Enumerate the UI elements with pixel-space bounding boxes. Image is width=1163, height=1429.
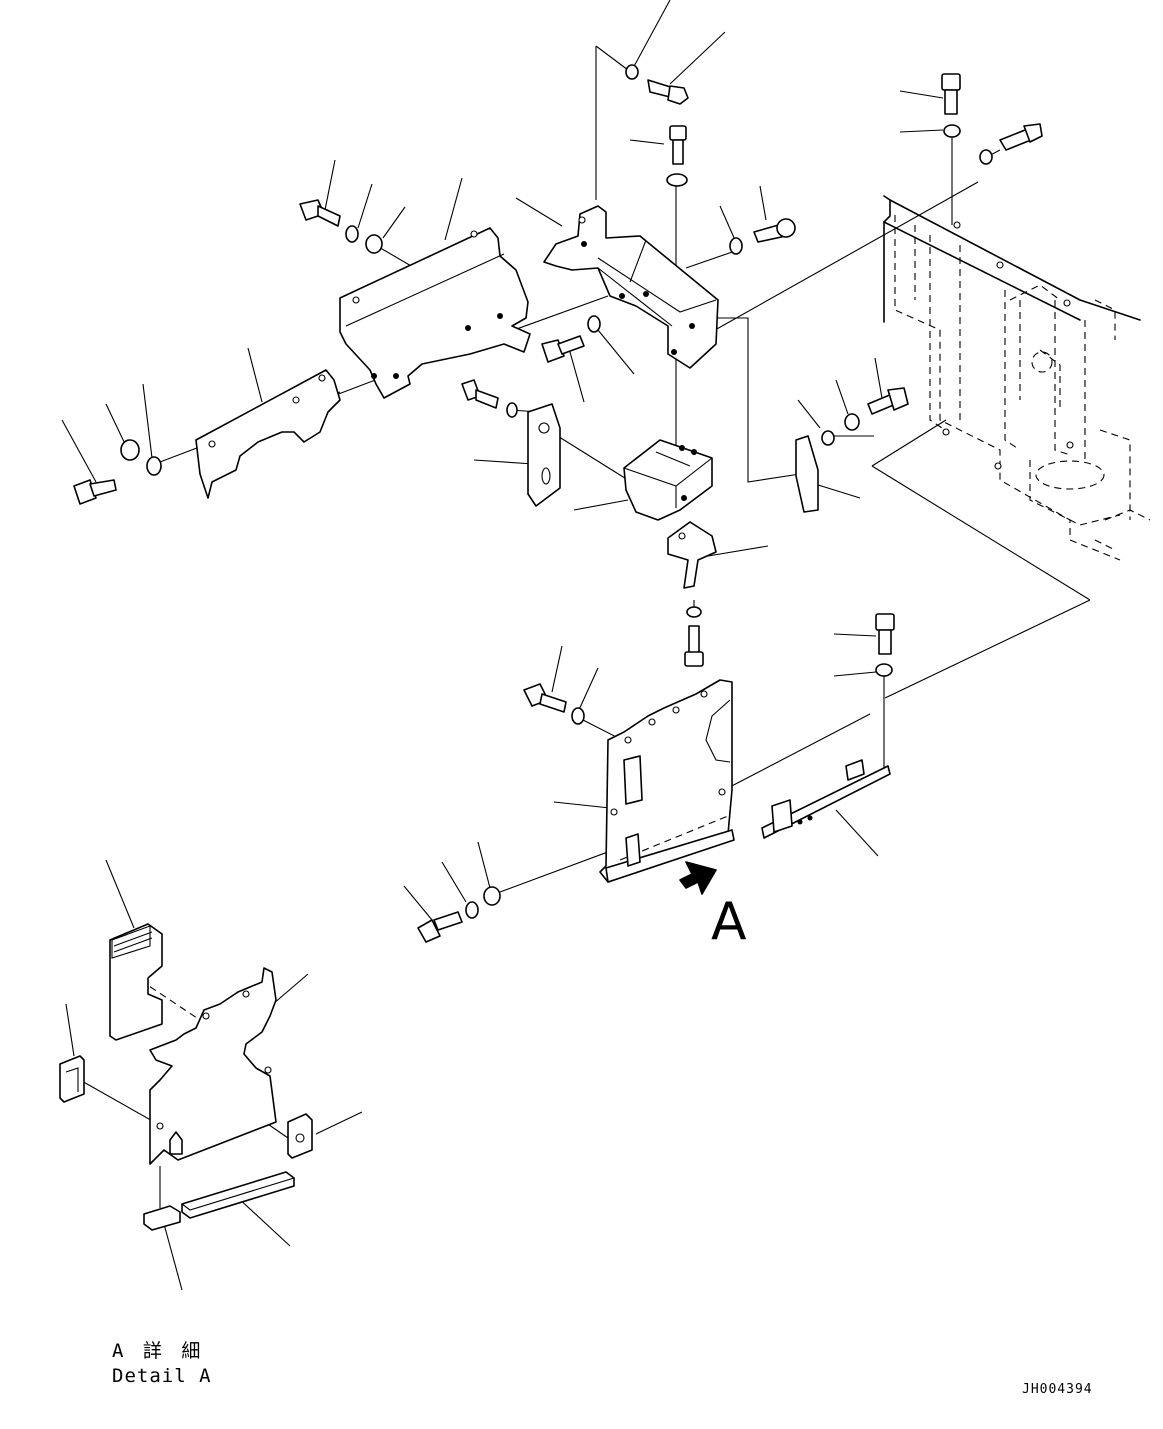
bolt-middle-1 <box>541 335 585 363</box>
washer-top <box>625 64 639 80</box>
washer-left-top <box>345 225 359 243</box>
washer-rm-1 <box>844 413 860 431</box>
central-block <box>623 439 713 521</box>
small-l-bracket <box>667 521 717 589</box>
washer-lower-left-2 <box>483 886 501 906</box>
washer-v2 <box>943 124 961 138</box>
bolt-angled-right <box>999 123 1043 151</box>
washer-lower-top <box>571 707 585 725</box>
frame-structure <box>883 195 1151 561</box>
sheet-parts <box>195 205 891 895</box>
bolt-vertical-1 <box>669 125 687 165</box>
washer-right <box>979 149 993 165</box>
bolt-lower-right <box>875 613 895 655</box>
washer-middle-2 <box>506 402 518 418</box>
detail-caption-en: Detail A <box>112 1365 212 1387</box>
detail-small-pad <box>143 1205 181 1231</box>
shim-plate <box>795 435 819 513</box>
view-arrow <box>679 861 717 895</box>
bolt-left-top <box>299 199 341 227</box>
drawing-code: JH004394 <box>1022 1382 1093 1397</box>
bolt-vertical-2 <box>941 73 961 115</box>
hardware <box>73 64 1043 943</box>
bolt-lower-top <box>523 683 567 713</box>
washer-lower-right <box>875 663 893 677</box>
bolt-middle-2 <box>461 379 499 409</box>
detail-clip-left <box>59 1055 85 1103</box>
lower-cover <box>599 679 733 883</box>
view-marker-a: A <box>711 892 747 952</box>
detail-rubber-seal <box>109 923 163 1041</box>
detail-a-view <box>59 923 313 1231</box>
small-plate <box>527 403 561 507</box>
left-cover-upper <box>339 227 531 399</box>
washer-v1 <box>666 173 688 187</box>
washer-central <box>686 606 702 618</box>
bolt-lower-left <box>417 911 463 943</box>
bolt-left-bottom <box>73 479 117 505</box>
bolt-top-angled <box>647 79 689 105</box>
washer-pin <box>729 237 743 255</box>
nut-left-top <box>365 234 383 254</box>
washer-rm-2 <box>821 430 835 446</box>
washer-lower-left-1 <box>465 901 479 919</box>
washer-left-1 <box>120 439 140 461</box>
bolt-central <box>684 625 704 667</box>
bar-bracket <box>761 765 891 839</box>
left-cover-lower <box>195 369 341 499</box>
detail-cover <box>149 967 277 1165</box>
washer-middle-1 <box>587 315 601 333</box>
bolt-right-middle <box>867 387 909 415</box>
washer-left-2 <box>146 456 162 476</box>
pin-bolt <box>753 218 796 243</box>
detail-caption-jp: A 詳 細 <box>112 1340 205 1362</box>
